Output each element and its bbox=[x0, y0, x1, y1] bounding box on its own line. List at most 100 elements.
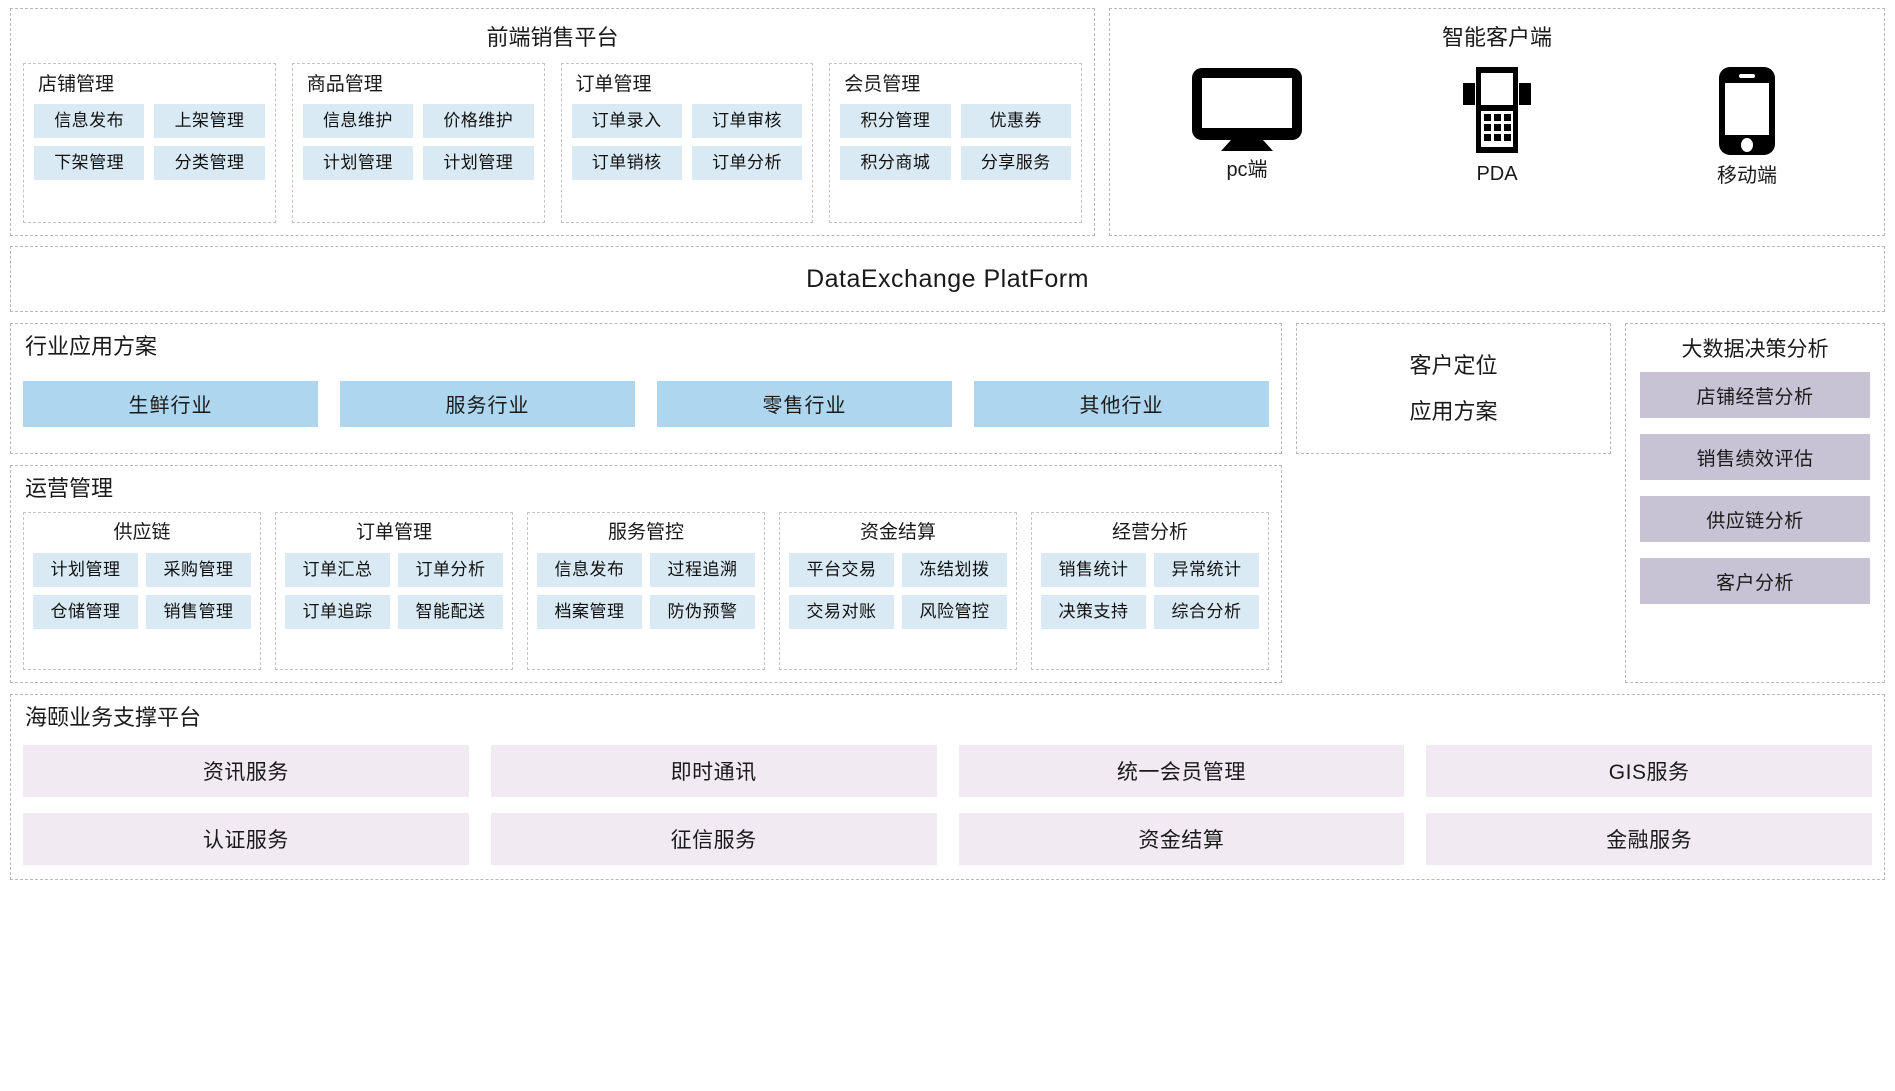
frontend-item[interactable]: 优惠券 bbox=[960, 104, 1071, 138]
operation-item[interactable]: 销售管理 bbox=[146, 595, 251, 629]
operation-item[interactable]: 信息发布 bbox=[537, 553, 642, 587]
support-item-info-service[interactable]: 资讯服务 bbox=[23, 745, 469, 797]
support-item-credit-service[interactable]: 征信服务 bbox=[490, 813, 937, 865]
frontend-item[interactable]: 订单分析 bbox=[691, 146, 803, 180]
device-pda[interactable]: PDA bbox=[1412, 65, 1582, 187]
frontend-item[interactable]: 分类管理 bbox=[154, 146, 265, 180]
frontend-group-store[interactable]: 店铺管理 信息发布 上架管理 下架管理 分类管理 bbox=[23, 63, 276, 223]
frontend-group-items: 订单录入 订单审核 订单销核 订单分析 bbox=[571, 104, 803, 212]
operation-management-title: 运营管理 bbox=[25, 476, 114, 501]
operation-item[interactable]: 冻结划拨 bbox=[902, 553, 1007, 587]
operation-item[interactable]: 平台交易 bbox=[789, 553, 894, 587]
frontend-item[interactable]: 订单销核 bbox=[571, 146, 682, 180]
industry-item-list: 生鲜行业 服务行业 零售行业 其他行业 bbox=[23, 370, 1269, 443]
middle-left-column: 行业应用方案 生鲜行业 服务行业 零售行业 其他行业 运营管理 供应链 计划管理… bbox=[10, 323, 1282, 683]
big-data-item-store-operation[interactable]: 店铺经营分析 bbox=[1640, 372, 1870, 418]
frontend-item[interactable]: 计划管理 bbox=[302, 146, 414, 180]
frontend-group-items: 信息维护 价格维护 计划管理 计划管理 bbox=[302, 104, 534, 212]
big-data-item-sales-performance[interactable]: 销售绩效评估 bbox=[1640, 434, 1870, 480]
big-data-item-supply-chain[interactable]: 供应链分析 bbox=[1640, 496, 1870, 542]
big-data-analysis-panel: 大数据决策分析 店铺经营分析 销售绩效评估 供应链分析 客户分析 bbox=[1625, 323, 1885, 683]
frontend-group-title: 订单管理 bbox=[575, 74, 652, 95]
operation-item[interactable]: 采购管理 bbox=[146, 553, 251, 587]
frontend-item[interactable]: 订单审核 bbox=[691, 104, 803, 138]
industry-item-service[interactable]: 服务行业 bbox=[340, 380, 635, 427]
operation-group-items: 平台交易 冻结划拨 交易对账 风险管控 bbox=[789, 553, 1007, 660]
support-item-auth-service[interactable]: 认证服务 bbox=[23, 813, 469, 865]
operation-item[interactable]: 档案管理 bbox=[537, 595, 642, 629]
data-exchange-platform-label: DataExchange PlatForm bbox=[806, 264, 1089, 293]
frontend-item[interactable]: 订单录入 bbox=[571, 104, 682, 138]
support-item-gis-service[interactable]: GIS服务 bbox=[1426, 745, 1872, 797]
frontend-item[interactable]: 信息维护 bbox=[302, 104, 414, 138]
mobile-icon bbox=[1717, 65, 1777, 157]
support-item-instant-messaging[interactable]: 即时通讯 bbox=[490, 745, 937, 797]
operation-group-items: 信息发布 过程追溯 档案管理 防伪预警 bbox=[537, 553, 755, 660]
operation-group-fund-settlement[interactable]: 资金结算 平台交易 冻结划拨 交易对账 风险管控 bbox=[779, 512, 1017, 670]
operation-item[interactable]: 仓储管理 bbox=[33, 595, 138, 629]
operation-group-supply-chain[interactable]: 供应链 计划管理 采购管理 仓储管理 销售管理 bbox=[23, 512, 261, 670]
frontend-item[interactable]: 信息发布 bbox=[34, 104, 145, 138]
operation-item[interactable]: 综合分析 bbox=[1154, 595, 1259, 629]
frontend-item[interactable]: 积分管理 bbox=[840, 104, 951, 138]
pda-icon bbox=[1460, 65, 1534, 155]
operation-group-title: 资金结算 bbox=[859, 522, 936, 543]
big-data-item-customer[interactable]: 客户分析 bbox=[1640, 558, 1870, 604]
frontend-item[interactable]: 上架管理 bbox=[154, 104, 265, 138]
device-label: PDA bbox=[1476, 163, 1518, 185]
smart-client-title: 智能客户端 bbox=[1441, 25, 1552, 50]
operation-item[interactable]: 交易对账 bbox=[789, 595, 894, 629]
operation-group-items: 计划管理 采购管理 仓储管理 销售管理 bbox=[33, 553, 251, 660]
support-item-financial-service[interactable]: 金融服务 bbox=[1426, 813, 1872, 865]
frontend-item[interactable]: 积分商城 bbox=[840, 146, 951, 180]
industry-item-other[interactable]: 其他行业 bbox=[974, 380, 1269, 427]
industry-item-retail[interactable]: 零售行业 bbox=[657, 380, 952, 427]
big-data-analysis-title: 大数据决策分析 bbox=[1681, 338, 1829, 361]
operation-item[interactable]: 防伪预警 bbox=[650, 595, 755, 629]
operation-group-order[interactable]: 订单管理 订单汇总 订单分析 订单追踪 智能配送 bbox=[275, 512, 513, 670]
frontend-group-order[interactable]: 订单管理 订单录入 订单审核 订单销核 订单分析 bbox=[560, 63, 814, 223]
support-item-fund-settlement[interactable]: 资金结算 bbox=[958, 813, 1405, 865]
operation-item[interactable]: 订单分析 bbox=[398, 553, 503, 587]
device-label: pc端 bbox=[1226, 159, 1268, 181]
frontend-platform-title: 前端销售平台 bbox=[486, 25, 619, 50]
frontend-item[interactable]: 价格维护 bbox=[423, 104, 534, 138]
operation-item[interactable]: 订单追踪 bbox=[285, 595, 390, 629]
operation-group-list: 供应链 计划管理 采购管理 仓储管理 销售管理 订单管理 订单汇总 订单分析 bbox=[23, 512, 1269, 670]
operation-item[interactable]: 智能配送 bbox=[398, 595, 503, 629]
frontend-group-member[interactable]: 会员管理 积分管理 优惠券 积分商城 分享服务 bbox=[829, 63, 1082, 223]
smart-client-panel: 智能客户端 pc端 bbox=[1109, 8, 1885, 236]
frontend-group-title: 商品管理 bbox=[306, 74, 383, 95]
operation-item[interactable]: 销售统计 bbox=[1041, 553, 1146, 587]
frontend-group-product[interactable]: 商品管理 信息维护 价格维护 计划管理 计划管理 bbox=[291, 63, 545, 223]
operation-group-title: 经营分析 bbox=[1111, 522, 1188, 543]
operation-item[interactable]: 订单汇总 bbox=[285, 553, 390, 587]
support-item-unified-member[interactable]: 统一会员管理 bbox=[958, 745, 1405, 797]
operation-item[interactable]: 过程追溯 bbox=[650, 553, 755, 587]
frontend-sales-platform-panel: 前端销售平台 店铺管理 信息发布 上架管理 下架管理 分类管理 商品管理 信息维… bbox=[10, 8, 1095, 236]
big-data-item-list: 店铺经营分析 销售绩效评估 供应链分析 客户分析 bbox=[1640, 370, 1870, 670]
operation-group-title: 供应链 bbox=[113, 522, 171, 543]
industry-item-fresh[interactable]: 生鲜行业 bbox=[23, 380, 318, 427]
operation-group-title: 服务管控 bbox=[607, 522, 684, 543]
frontend-item[interactable]: 分享服务 bbox=[960, 146, 1071, 180]
device-pc[interactable]: pc端 bbox=[1162, 65, 1332, 183]
frontend-group-list: 店铺管理 信息发布 上架管理 下架管理 分类管理 商品管理 信息维护 价格维护 … bbox=[23, 63, 1082, 223]
monitor-icon bbox=[1189, 65, 1305, 151]
middle-row: 行业应用方案 生鲜行业 服务行业 零售行业 其他行业 运营管理 供应链 计划管理… bbox=[10, 323, 1885, 683]
data-exchange-platform-band: DataExchange PlatForm bbox=[10, 246, 1885, 312]
operation-group-business-analysis[interactable]: 经营分析 销售统计 异常统计 决策支持 综合分析 bbox=[1031, 512, 1269, 670]
frontend-item[interactable]: 下架管理 bbox=[34, 146, 145, 180]
frontend-group-title: 店铺管理 bbox=[38, 74, 115, 95]
frontend-item[interactable]: 计划管理 bbox=[423, 146, 534, 180]
operation-group-title: 订单管理 bbox=[355, 522, 432, 543]
operation-item[interactable]: 计划管理 bbox=[33, 553, 138, 587]
device-mobile[interactable]: 移动端 bbox=[1662, 65, 1832, 189]
customer-positioning-line2: 应用方案 bbox=[1409, 398, 1498, 424]
support-item-list: 资讯服务 即时通讯 统一会员管理 GIS服务 认证服务 征信服务 资金结算 金融… bbox=[23, 741, 1872, 865]
operation-item[interactable]: 风险管控 bbox=[902, 595, 1007, 629]
operation-item[interactable]: 决策支持 bbox=[1041, 595, 1146, 629]
operation-group-service-control[interactable]: 服务管控 信息发布 过程追溯 档案管理 防伪预警 bbox=[527, 512, 765, 670]
operation-item[interactable]: 异常统计 bbox=[1154, 553, 1259, 587]
